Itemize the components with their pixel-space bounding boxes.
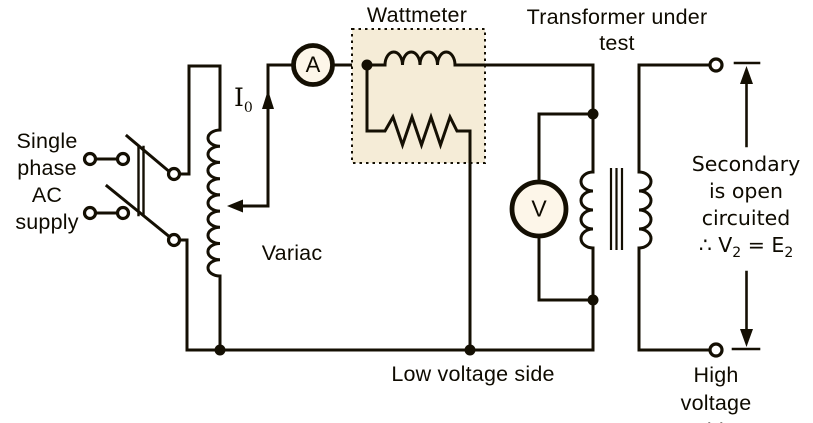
transformer-primary-coil: [579, 170, 595, 250]
terminal-circle: [115, 151, 131, 167]
wire: [537, 112, 595, 183]
hv-terminal-circle: [708, 57, 724, 73]
up-arrow-icon: [740, 66, 753, 84]
formula-lead: ∴ V: [698, 233, 733, 257]
junction-dot: [587, 108, 599, 120]
junction-dot: [464, 344, 476, 356]
wire: [178, 64, 222, 176]
wattmeter-label: Wattmeter: [366, 3, 468, 27]
dimension-arrow: [731, 61, 761, 351]
secondary-open-note: Secondary is open circuited∴ V2 = E2: [692, 151, 801, 267]
switch-blade: [124, 133, 174, 176]
junction-dots: [214, 59, 599, 356]
junction-dot: [587, 294, 599, 306]
variac-label: Variac: [261, 241, 323, 265]
current-direction-arrow-icon: [262, 90, 274, 109]
variac-coil: [206, 128, 222, 352]
switch-hinge-circle: [166, 166, 182, 182]
terminal-circle: [82, 151, 98, 167]
formula-subscript: 2: [732, 245, 742, 262]
down-arrow-icon: [740, 329, 753, 347]
ammeter: [291, 43, 369, 87]
voltmeter: [509, 112, 595, 302]
junction-dot: [214, 344, 226, 356]
low-voltage-label: Low voltage side: [391, 362, 555, 386]
current-symbol: I: [234, 83, 244, 112]
supply-label: Single phase AC supply: [15, 129, 79, 234]
current-subscript: 0: [243, 100, 253, 116]
no-load-current-label: I0: [234, 83, 253, 116]
transformer-secondary-coil: [637, 170, 653, 250]
formula-subscript: 2: [784, 245, 794, 262]
low-voltage-bus-wire: [178, 238, 595, 352]
supply-terminals: [82, 151, 131, 221]
variac-tap-wire: [239, 63, 295, 208]
wire: [537, 235, 595, 302]
wattmeter: [351, 28, 595, 352]
double-pole-switch: [104, 133, 182, 248]
high-voltage-label: High voltage side: [680, 363, 752, 423]
ammeter-letter: A: [305, 51, 321, 77]
note-formula: ∴ V2 = E2: [692, 232, 801, 267]
wattmeter-pressure-coil: [365, 63, 472, 352]
wattmeter-current-coil: [365, 50, 595, 174]
switch-hinge-circle: [166, 232, 182, 248]
switch-link: [137, 145, 145, 217]
transformer-under-test: [579, 57, 724, 358]
variac-tap-arrow-icon: [227, 199, 243, 213]
formula-mid: = E: [741, 233, 785, 257]
secondary-bottom-wire: [637, 246, 712, 352]
note-lines: Secondary is open circuited: [691, 152, 801, 230]
secondary-top-wire: [637, 63, 712, 174]
transformer-label: Transformer under test: [526, 5, 708, 55]
voltmeter-circle: [509, 179, 569, 239]
junction-dot: [361, 59, 373, 71]
variac: [178, 63, 295, 352]
voltmeter-letter: V: [531, 195, 547, 222]
hv-terminal-circle: [708, 342, 724, 358]
wattmeter-box: [351, 28, 486, 164]
transformer-core: [609, 168, 624, 250]
terminal-circle: [115, 205, 131, 221]
terminal-circle: [82, 205, 98, 221]
